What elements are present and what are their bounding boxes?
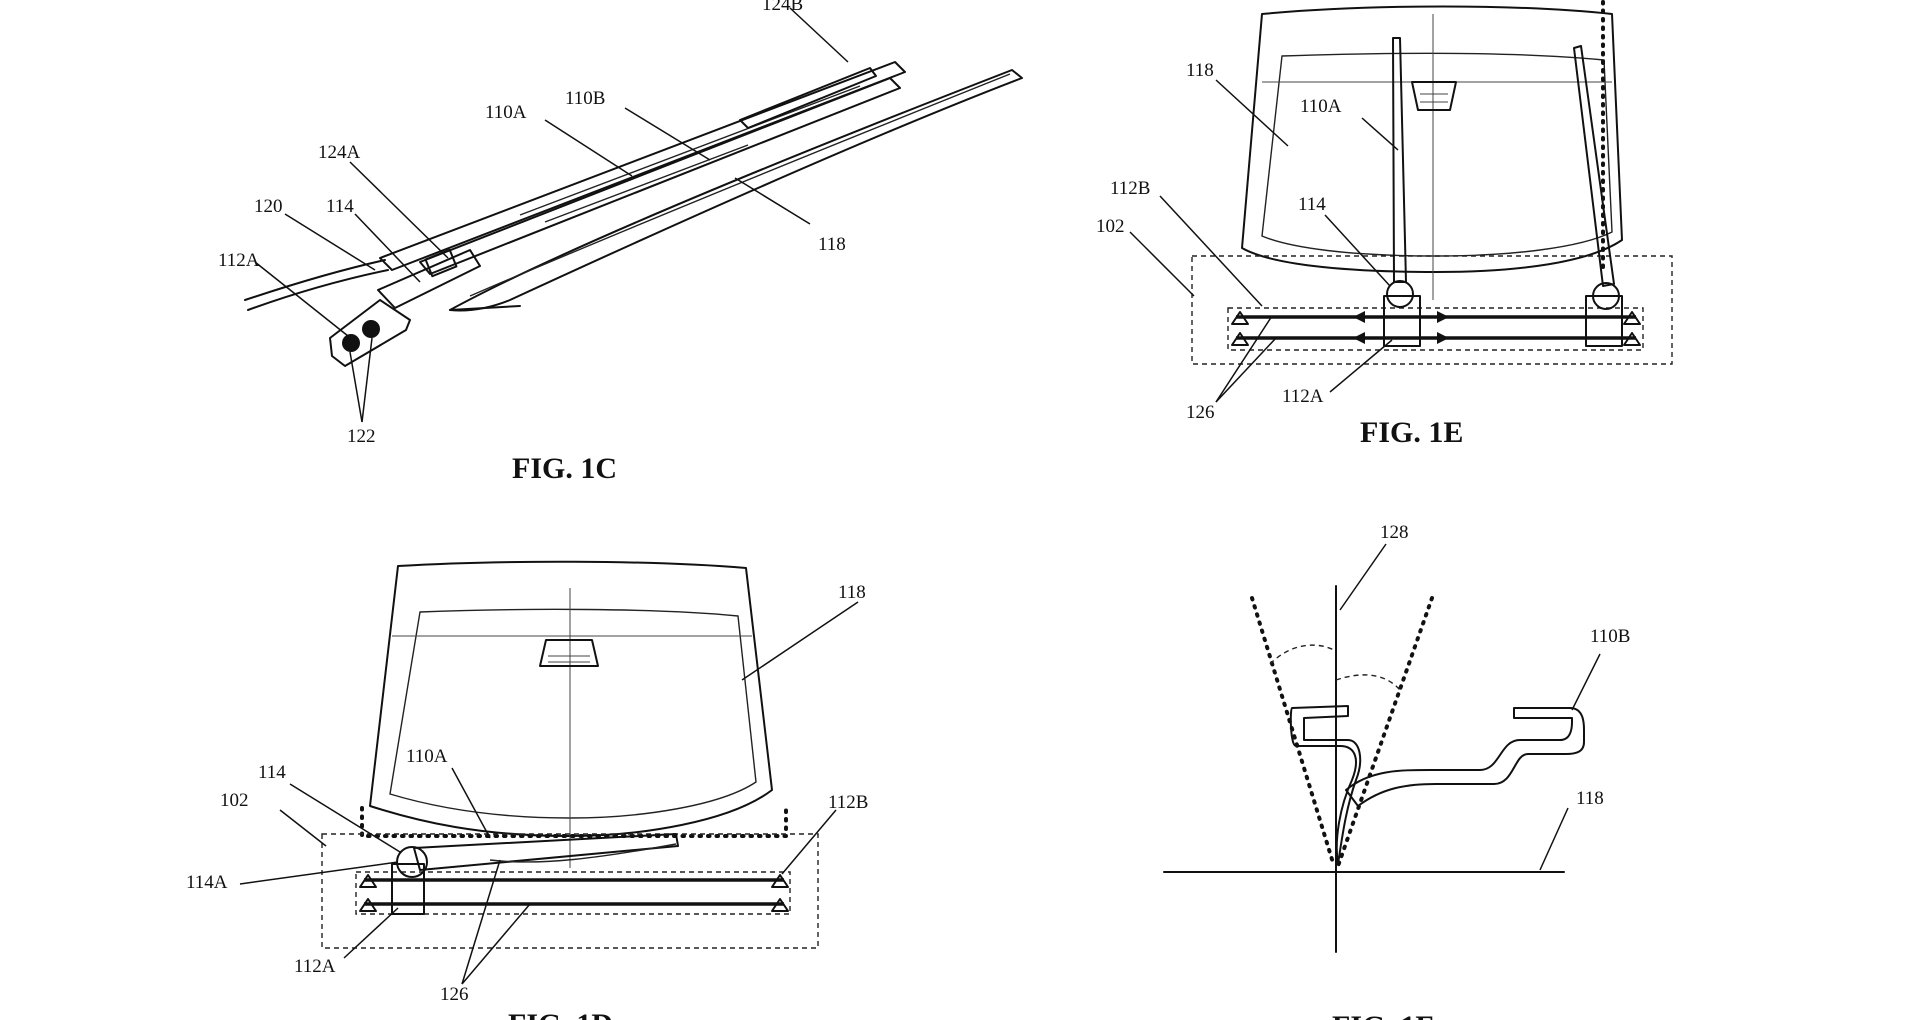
windshield-118-shape [369,560,773,837]
label-114: 114 [326,196,354,217]
label-118: 118 [818,234,846,255]
blade-110B-shape [419,77,901,275]
label-102: 102 [1096,216,1125,237]
label-124B: 124B [762,0,803,15]
blade-110A-shape [1392,37,1407,283]
pivot-bolt [362,320,380,338]
windshield-118-shape [1241,5,1623,273]
label-122: 122 [347,426,376,447]
label-110A: 110A [1300,96,1342,117]
label-114A: 114A [186,872,228,893]
blade-110B-profile [1289,705,1362,865]
label-124A: 124A [318,142,361,163]
label-118: 118 [1576,788,1604,809]
label-112B: 112B [1110,178,1150,199]
blade-110A-shape [379,61,906,271]
pivot-head-shape [329,299,411,367]
windshield-118-shape [449,69,1023,312]
arm-114-shape [377,249,481,309]
label-126: 126 [1186,402,1215,423]
figure-caption: FIG. 1F [1332,1010,1434,1020]
boundary-102 [1191,255,1673,365]
boundary-102 [321,833,819,949]
arm-114-shape [413,833,679,871]
carriage-112A [1383,295,1421,347]
label-112B: 112B [828,792,868,813]
figure-1e: 118 110A 112B 114 102 126 112A FIG. 1E [1096,0,1673,449]
pivot-bolt [342,334,360,352]
label-120: 120 [254,196,283,217]
label-110B: 110B [565,88,605,109]
figure-1f: 128 110B 118 FIG. 1F [1163,522,1630,1020]
label-110A: 110A [485,102,527,123]
figure-caption: FIG. 1D [508,1008,613,1020]
label-110B: 110B [1590,626,1630,647]
label-114: 114 [258,762,286,783]
label-118: 118 [1186,60,1214,81]
figure-caption: FIG. 1C [512,452,617,485]
figure-1c: 124B 110B 110A 124A 120 114 112A 118 122… [218,0,1023,485]
label-102: 102 [220,790,249,811]
figure-caption: FIG. 1E [1360,416,1463,449]
label-114: 114 [1298,194,1326,215]
carriage-112A [391,863,425,915]
label-112A: 112A [294,956,336,977]
label-126: 126 [440,984,469,1005]
label-112A: 112A [1282,386,1324,407]
carriage-112B [1585,295,1623,347]
label-110A: 110A [406,746,448,767]
label-112A: 112A [218,250,260,271]
label-118: 118 [838,582,866,603]
figure-1d: 118 110A 114 102 112B 114A 112A 126 FIG.… [186,560,868,1020]
label-128: 128 [1380,522,1409,543]
